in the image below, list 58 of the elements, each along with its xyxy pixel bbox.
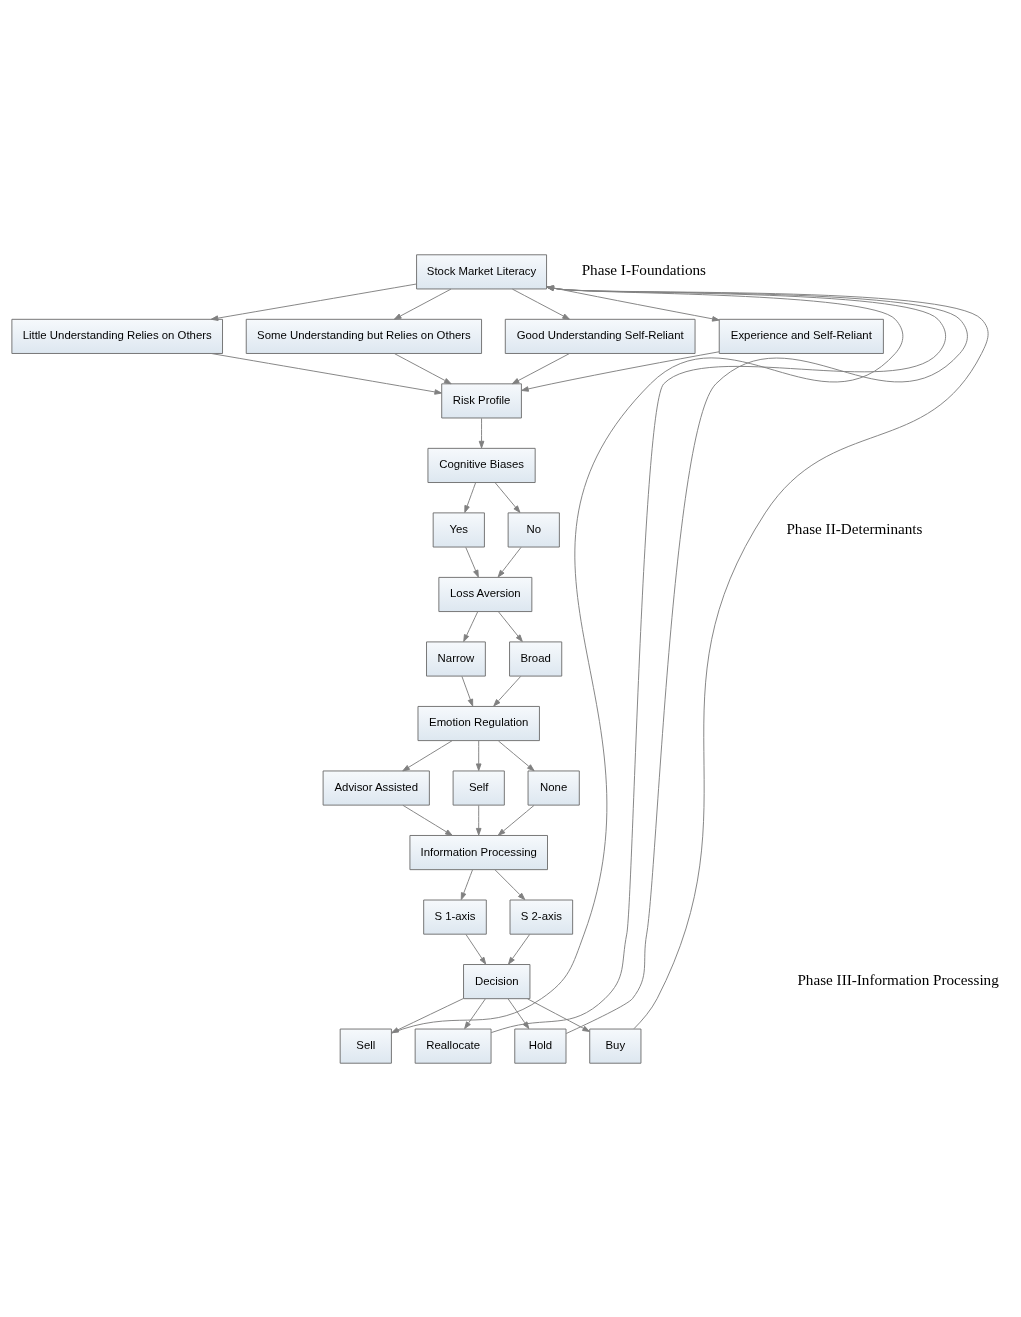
arrow — [465, 546, 479, 577]
arrow — [394, 352, 452, 384]
arrow — [210, 283, 417, 321]
node-box: Good Understanding Self-Reliant — [504, 318, 696, 354]
arrow — [465, 933, 487, 965]
arrow — [527, 997, 590, 1032]
node-box: Sell — [339, 1028, 392, 1064]
label: Phase III-Information Processing — [797, 970, 999, 988]
arrow — [464, 481, 477, 513]
arrow — [475, 739, 482, 771]
node-box: S 1-axis — [423, 899, 487, 935]
node-box: Little Understanding Relies on Others — [11, 318, 223, 354]
node-box: Buy — [589, 1028, 642, 1064]
arrow — [490, 284, 947, 1033]
arrow — [521, 350, 720, 392]
node-box: Yes — [432, 511, 485, 547]
node-box: Some Understanding but Relies on Others — [245, 318, 483, 354]
node-box: None — [527, 770, 580, 806]
arrow — [464, 998, 486, 1029]
arrow — [475, 804, 482, 836]
arrow — [497, 739, 535, 771]
arrow — [402, 739, 453, 771]
node-box: Risk Profile — [441, 382, 522, 418]
arrow — [497, 546, 522, 577]
arrow — [511, 352, 570, 384]
label: Phase I-Foundations — [581, 260, 706, 278]
arrow — [498, 610, 523, 642]
node-box: Self — [452, 770, 505, 806]
label: Phase II-Determinants — [786, 519, 923, 537]
arrow — [393, 288, 452, 320]
arrow — [508, 933, 531, 965]
node-box: Stock Market Literacy — [416, 253, 548, 289]
node-box: Experience and Self-Reliant — [718, 318, 884, 354]
arrow — [494, 869, 526, 900]
arrow — [210, 352, 443, 395]
node-box: No — [507, 511, 560, 547]
node-box: Broad — [509, 640, 563, 677]
arrow — [493, 675, 522, 706]
arrow — [478, 417, 485, 448]
node-box: Decision — [463, 963, 531, 999]
arrow — [546, 285, 720, 322]
arrow — [494, 481, 521, 513]
node-box: Reallocate — [414, 1028, 492, 1064]
arrow — [460, 869, 473, 900]
node-box: Narrow — [426, 640, 486, 677]
arrow — [461, 675, 474, 706]
node-box: Hold — [514, 1028, 567, 1064]
node-box: S 2-axis — [509, 899, 574, 935]
node-box: Emotion Regulation — [417, 705, 540, 741]
node-box: Cognitive Biases — [427, 447, 536, 483]
arrow — [511, 288, 570, 320]
arrow — [463, 610, 479, 642]
arrow — [497, 804, 535, 836]
arrow — [402, 804, 453, 836]
arrow — [507, 998, 530, 1029]
node-box: Advisor Assisted — [322, 770, 430, 806]
node-box: Loss Aversion — [438, 576, 533, 612]
node-box: Information Processing — [409, 834, 548, 870]
